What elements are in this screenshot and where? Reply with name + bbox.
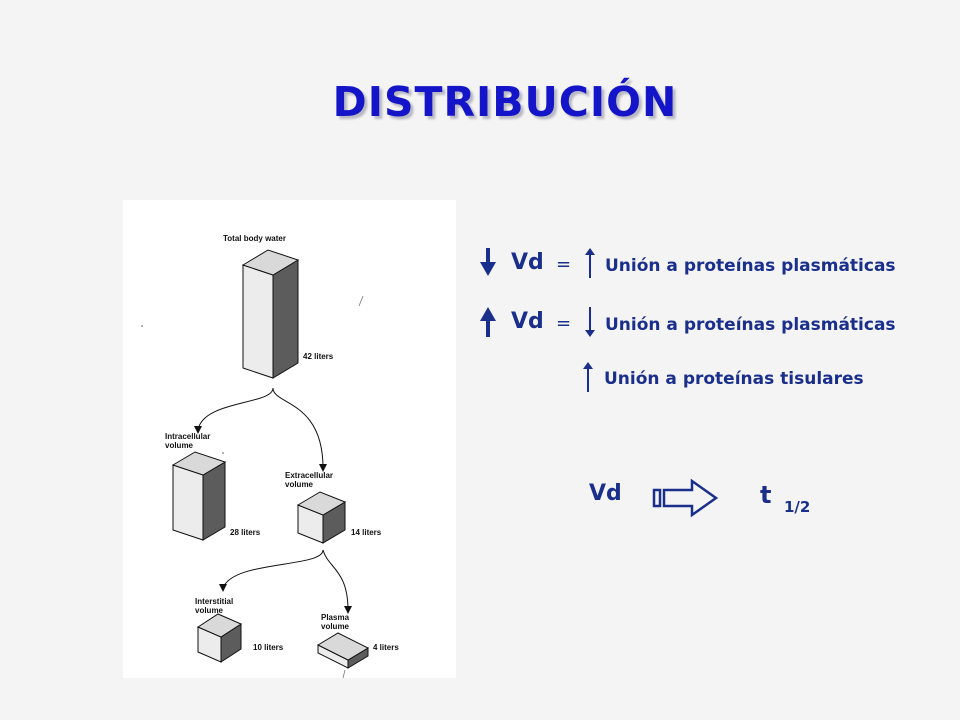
- body-water-diagram: [141, 249, 370, 679]
- arrow-down-icon: [480, 248, 496, 276]
- arrow-to-intracellular: [197, 387, 274, 431]
- plasma-box-top: [316, 632, 370, 661]
- label-interstitial-liters: 10 liters: [253, 643, 284, 652]
- halflife-subscript: 1/2: [784, 498, 811, 516]
- arrow-up-icon: [480, 307, 496, 337]
- intracellular-box-side: [202, 461, 226, 541]
- intracellular-box-top: [171, 451, 227, 476]
- label-plasma-liters: 4 liters: [373, 643, 399, 652]
- label-total-liters: 42 liters: [303, 352, 334, 361]
- interstitial-box-top: [196, 613, 243, 638]
- row2-vd: Vd: [511, 309, 544, 334]
- label-plasma: Plasma volume: [321, 613, 350, 631]
- arrow-down-icon: [585, 307, 595, 337]
- arrow-to-extracellular: [272, 387, 324, 469]
- total-box-front: [242, 264, 274, 379]
- intracellular-box-front: [172, 464, 204, 541]
- label-extracellular: Extracellular volume: [285, 471, 334, 489]
- arrow-to-interstitial: [222, 549, 324, 589]
- arrow-up-icon: [585, 248, 595, 278]
- arrow-up-icon: [583, 362, 593, 392]
- row3-text: Unión a proteínas tisulares: [604, 369, 864, 389]
- row2-equals: =: [556, 313, 572, 334]
- label-extracellular-liters: 14 liters: [351, 528, 382, 537]
- label-intracellular-liters: 28 liters: [230, 528, 261, 537]
- row2-text: Unión a proteínas plasmáticas: [605, 315, 896, 335]
- extracellular-box-top: [296, 491, 347, 516]
- total-box-top: [241, 249, 300, 276]
- row1-text: Unión a proteínas plasmáticas: [605, 256, 896, 276]
- slide-title: DISTRIBUCIÓN: [332, 78, 678, 126]
- halflife-t: t: [760, 481, 772, 509]
- arrow-to-plasma: [322, 549, 349, 611]
- label-intracellular: Intracellular volume: [165, 432, 211, 450]
- body-water-figure: Total body water 42 liters Intracellular…: [123, 200, 456, 679]
- label-total-body-water: Total body water: [223, 234, 286, 243]
- row1-equals: =: [556, 254, 572, 275]
- row1-vd: Vd: [511, 250, 544, 275]
- implies-arrow-icon: [652, 478, 719, 518]
- halflife-vd: Vd: [589, 481, 622, 506]
- total-box-side: [272, 259, 299, 379]
- label-interstitial: Interstitial volume: [195, 597, 234, 615]
